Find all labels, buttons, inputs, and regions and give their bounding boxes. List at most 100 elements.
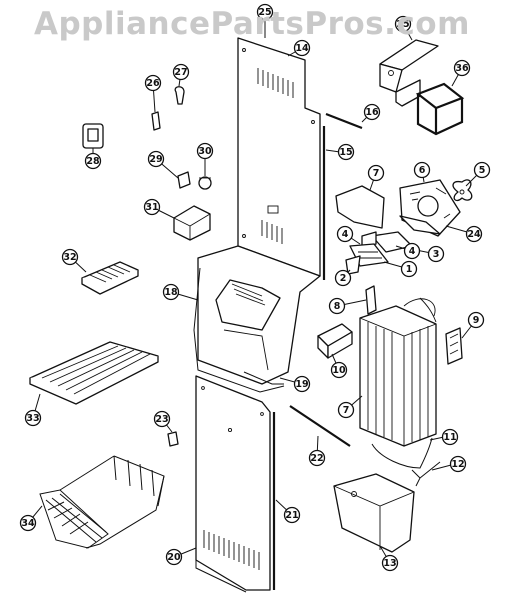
svg-text:12: 12 (451, 459, 464, 470)
light-socket-29 (177, 171, 191, 189)
callout-29: 29 (147, 150, 165, 168)
svg-text:3: 3 (433, 249, 440, 260)
gasket-18 (193, 267, 285, 393)
svg-text:30: 30 (198, 146, 212, 157)
thermistor-plate-7 (335, 185, 385, 229)
clip-9 (365, 285, 377, 315)
bracket-25 (379, 39, 439, 107)
svg-text:33: 33 (26, 413, 39, 424)
svg-text:36: 36 (455, 63, 469, 74)
svg-text:26: 26 (146, 78, 160, 89)
clip-28 (82, 123, 104, 149)
callout-7: 7 (367, 164, 385, 182)
callout-3: 3 (427, 245, 445, 263)
seal-19 (243, 371, 284, 385)
callout-33: 33 (24, 409, 42, 427)
callout-24: 24 (465, 225, 483, 243)
callout-27: 27 (172, 63, 190, 81)
basket-34 (39, 455, 165, 549)
callout-1: 1 (400, 260, 418, 278)
callout-20: 20 (165, 548, 183, 566)
svg-text:21: 21 (285, 510, 298, 521)
svg-text:23: 23 (155, 414, 168, 425)
callout-34: 34 (19, 514, 37, 532)
svg-text:7: 7 (343, 405, 350, 416)
svg-text:18: 18 (164, 287, 178, 298)
svg-text:10: 10 (332, 365, 346, 376)
callout-14: 13 (381, 554, 399, 572)
svg-text:27: 27 (174, 67, 187, 78)
svg-text:20: 20 (167, 552, 181, 563)
trim-20 (195, 520, 247, 593)
callout-28: 28 (84, 152, 102, 170)
svg-text:28: 28 (86, 156, 100, 167)
callout-16: 15 (337, 143, 355, 161)
svg-text:1: 1 (406, 264, 413, 275)
lower-evaporator-cover (195, 375, 271, 591)
tape-22 (289, 405, 351, 447)
callout-22: 22 (308, 449, 326, 467)
svg-text:7: 7 (373, 168, 380, 179)
callout-30: 30 (196, 142, 214, 160)
callout-25-right: 25 (394, 15, 412, 33)
svg-text:24: 24 (467, 229, 481, 240)
evaporator-8 (359, 297, 437, 447)
defrost-heater-12 (371, 437, 433, 469)
callout-5: 5 (473, 161, 491, 179)
callout-36: 36 (453, 59, 471, 77)
callout-21: 21 (283, 506, 301, 524)
svg-text:8: 8 (334, 301, 341, 312)
callout-11: 10 (330, 361, 348, 379)
insulation-11 (317, 323, 353, 359)
svg-text:14: 14 (295, 43, 309, 54)
callout-6: 6 (413, 161, 431, 179)
svg-text:31: 31 (145, 202, 158, 213)
callout-23: 23 (153, 410, 171, 428)
clip-13 (411, 461, 441, 487)
callout-25-top: 25 (256, 3, 274, 21)
callout-10: 9 (467, 311, 485, 329)
svg-text:29: 29 (149, 154, 162, 165)
callout-15: 14 (293, 39, 311, 57)
bracket-36 (415, 82, 465, 136)
svg-text:32: 32 (63, 252, 76, 263)
svg-text:11: 11 (443, 432, 456, 443)
callout-19: 19 (293, 375, 311, 393)
svg-text:19: 19 (295, 379, 308, 390)
ice-tray-32 (81, 261, 139, 295)
callout-31: 31 (143, 198, 161, 216)
clip-26 (151, 111, 161, 131)
clip-2 (345, 255, 361, 275)
air-duct (197, 245, 321, 385)
heater-10 (445, 327, 463, 365)
callout-4-right: 4 (403, 242, 421, 260)
callout-8: 7 (337, 401, 355, 419)
svg-text:34: 34 (21, 518, 35, 529)
svg-text:13: 13 (383, 558, 396, 569)
drain-pan-14 (333, 473, 415, 553)
callout-9: 8 (328, 297, 346, 315)
tape-17 (325, 112, 363, 130)
bulb-30 (198, 176, 212, 190)
callout-2: 2 (334, 269, 352, 287)
callout-32: 32 (61, 248, 79, 266)
callout-17: 16 (363, 103, 381, 121)
callout-18: 18 (162, 283, 180, 301)
svg-text:5: 5 (479, 165, 486, 176)
callout-4-left: 4 (336, 225, 354, 243)
svg-text:25: 25 (396, 19, 409, 30)
terminal-block-24 (399, 215, 441, 235)
clip-23 (167, 431, 179, 447)
light-shield-31 (173, 205, 211, 241)
callout-26: 26 (144, 74, 162, 92)
upper-evaporator-cover (237, 37, 321, 277)
svg-text:22: 22 (310, 453, 323, 464)
svg-text:4: 4 (409, 246, 416, 257)
callout-13: 12 (449, 455, 467, 473)
callouts: 25 14 25 36 16 15 7 6 5 24 3 4 4 1 2 8 9… (19, 3, 491, 572)
svg-text:4: 4 (342, 229, 349, 240)
svg-text:25: 25 (258, 7, 271, 18)
svg-text:2: 2 (340, 273, 347, 284)
callout-12: 11 (441, 428, 459, 446)
